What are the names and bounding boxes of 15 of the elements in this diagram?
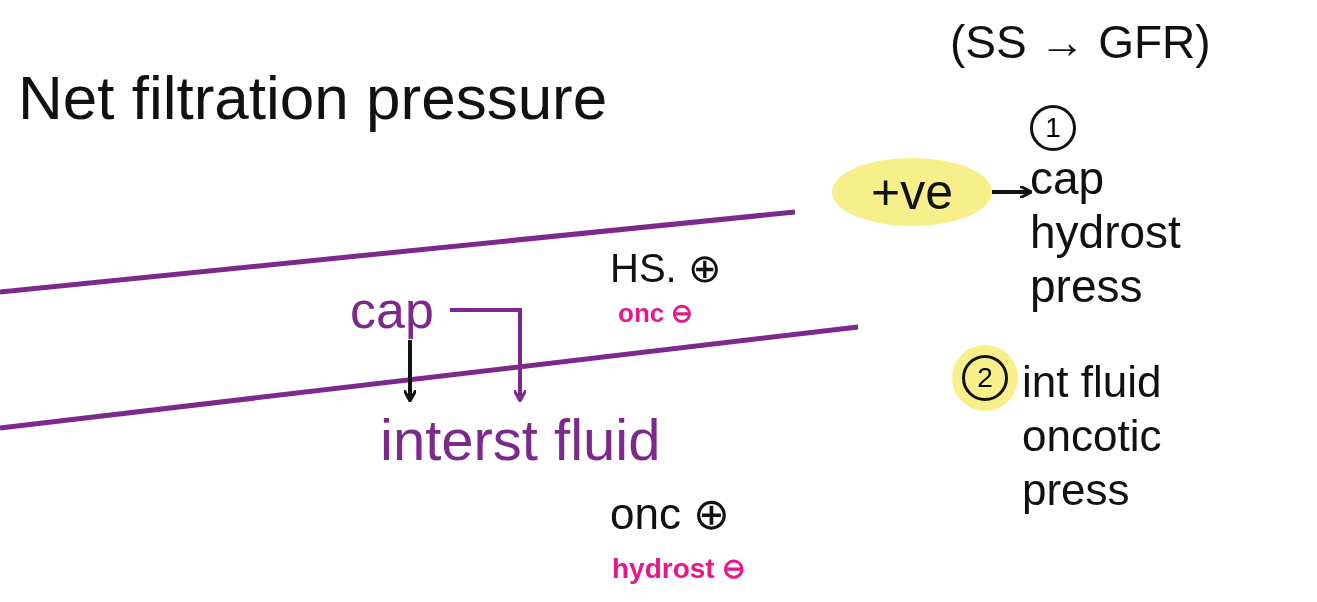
highlighted-text: +ve [832,158,992,226]
note-text: (SS → GFR) [950,15,1211,69]
note-text: onc ⊖ [618,298,694,329]
note-text: int fluid oncotic press [1022,356,1163,516]
note-text: hydrost ⊖ [612,552,746,585]
arrow [992,184,1033,200]
arrow [402,340,418,403]
circled-number: 1 [1030,105,1076,151]
vessel-label: cap [350,280,435,340]
space-label: interst fluid [380,406,662,474]
note-text: onc ⊕ [610,488,731,539]
note-text: cap hydrost press [1030,151,1182,313]
note-text: HS. ⊕ [610,245,722,291]
title: Net filtration pressure [18,62,608,133]
arrow [450,308,528,403]
